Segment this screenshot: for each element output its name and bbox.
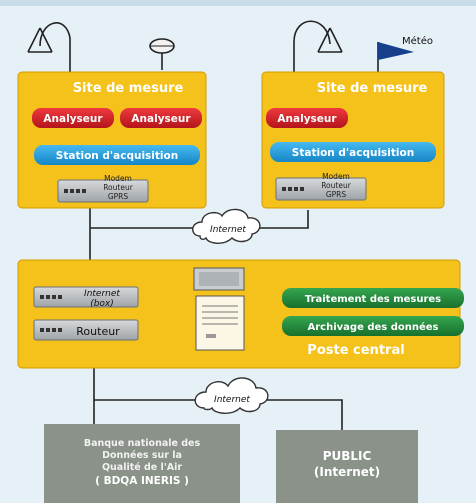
public-line-1: PUBLIC — [323, 449, 372, 463]
site-right-station — [270, 142, 436, 162]
internet-box-icon — [33, 286, 139, 308]
central-title: Poste central — [307, 343, 404, 358]
processing-module — [282, 288, 464, 308]
right-antenna-icon — [317, 27, 343, 53]
public-line-2: (Internet) — [314, 465, 380, 479]
site-right-title: Site de mesure — [317, 81, 428, 96]
site-left-modem-line-1: Modem — [104, 174, 132, 183]
internet-box-line-2: (box) — [90, 299, 114, 309]
archiving-module-label: Archivage des données — [308, 321, 439, 333]
central-router-icon — [33, 319, 139, 341]
site-left-station — [34, 145, 200, 165]
site-right-modem-icon — [275, 177, 367, 201]
internet-cloud-top-icon — [192, 208, 261, 244]
weather-flag-icon — [377, 42, 414, 74]
internet-cloud-top-label: Internet — [210, 225, 246, 235]
top-border — [0, 0, 476, 6]
left-antenna-icon — [27, 27, 53, 53]
bdqa-panel — [44, 424, 240, 503]
internet-cloud-bottom-icon — [194, 377, 269, 414]
public-panel — [276, 430, 418, 503]
site-left-station-label: Station d'acquisition — [56, 150, 178, 162]
internet-box-line-1: Internet — [84, 289, 120, 299]
server-icon — [195, 295, 245, 351]
site-left-title: Site de mesure — [73, 81, 184, 96]
archiving-module — [282, 316, 464, 336]
gps-antenna-icon — [149, 38, 175, 54]
right-antenna-cable — [293, 20, 331, 72]
central-router-label: Routeur — [76, 325, 120, 338]
site-left-analyzer-2 — [120, 108, 202, 128]
site-right-modem-line-1: Modem — [322, 172, 350, 181]
site-left-modem-line-2: Routeur — [103, 183, 134, 192]
site-right-modem-line-2: Routeur — [321, 181, 352, 190]
bdqa-line-2: Données sur la — [102, 450, 182, 461]
bdqa-line-3: Qualité de l'Air — [102, 462, 182, 473]
site-left-analyzer-2-label: Analyseur — [131, 113, 191, 125]
site-right-modem-line-3: GPRS — [326, 190, 347, 199]
weather-label: Météo — [402, 35, 433, 47]
site-left-analyzer-1-label: Analyseur — [43, 113, 103, 125]
left-antenna-cable — [39, 22, 71, 72]
site-right-station-label: Station d'acquisition — [292, 147, 414, 159]
internet-link-top — [90, 210, 309, 229]
bdqa-line-4: ( BDQA INERIS ) — [95, 475, 189, 487]
site-left-panel — [17, 71, 207, 209]
site-left-modem-line-3: GPRS — [108, 192, 129, 201]
site-right-panel — [261, 71, 445, 209]
processing-module-label: Traitement des mesures — [305, 294, 441, 305]
site-right-analyzer-label: Analyseur — [277, 113, 337, 125]
internet-cloud-bottom-label: Internet — [214, 395, 250, 405]
site-left-modem-icon — [57, 179, 149, 203]
monitor-icon — [193, 267, 245, 291]
site-left-analyzer-1 — [32, 108, 114, 128]
site-right-analyzer — [266, 108, 348, 128]
bdqa-line-1: Banque nationale des — [84, 438, 201, 449]
